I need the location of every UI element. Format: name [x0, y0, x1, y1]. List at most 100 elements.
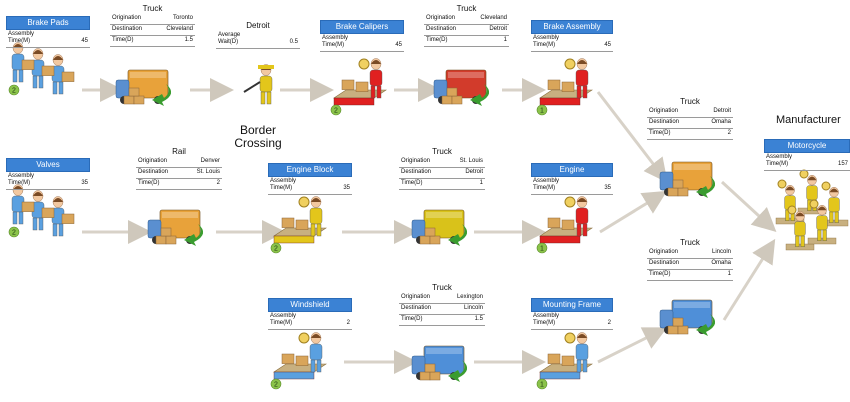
baton	[243, 81, 261, 93]
destination-label: Destination	[401, 169, 432, 175]
leg	[266, 91, 272, 105]
row-label: Assembly Time(M)	[533, 313, 560, 326]
package-box	[547, 353, 561, 364]
torso	[828, 197, 840, 213]
quantity-badge	[270, 242, 282, 254]
package-box	[128, 87, 140, 97]
time-label: Time(D)	[112, 37, 134, 43]
node-title: Brake Pads	[6, 16, 90, 30]
engine-block-node: Engine Block Assembly Time(M)35	[268, 163, 352, 195]
package-box	[160, 227, 172, 237]
conveyor-base	[539, 235, 581, 244]
leg	[58, 223, 64, 237]
package-box	[61, 71, 75, 82]
green-arrow-icon	[448, 224, 468, 246]
hair	[33, 50, 43, 54]
quantity-badge	[330, 104, 342, 116]
quantity-badge	[536, 242, 548, 254]
conveyor	[775, 217, 805, 225]
gear-icon	[298, 332, 310, 344]
origination-label: Origination	[138, 158, 168, 164]
package-box	[424, 363, 436, 373]
hair	[577, 198, 587, 202]
truck-detroit-omaha-icon	[659, 161, 716, 198]
package-box	[672, 317, 684, 327]
leg	[822, 229, 827, 242]
origination-label: Origination	[112, 15, 142, 21]
time-label: Time(D)	[401, 180, 423, 186]
truck-cab	[433, 79, 448, 99]
node-title: Truck	[432, 283, 452, 292]
package-box	[123, 95, 135, 105]
engine-station-icon: 1	[536, 196, 593, 254]
destination-label: Destination	[112, 26, 143, 32]
conveyor-base	[333, 97, 375, 106]
torso	[575, 69, 589, 87]
row-value: 2	[607, 320, 611, 326]
destination-value: Lincoln	[463, 305, 483, 311]
time-value: 1	[479, 180, 483, 186]
package-box	[667, 325, 679, 335]
package-box	[281, 353, 295, 364]
hair	[53, 56, 63, 60]
border-crossing-caption: Border Crossing	[234, 123, 282, 150]
package-box	[61, 213, 75, 224]
node-title: Truck	[432, 147, 452, 156]
row-value: 35	[81, 180, 88, 186]
quantity-badge	[536, 378, 548, 390]
mounting-frame-station-icon: 1	[536, 332, 593, 390]
connector-arrow	[596, 91, 668, 183]
origination-label: Origination	[401, 158, 431, 164]
package-box	[355, 81, 369, 92]
quantity-badge	[8, 226, 20, 238]
quantity-badge-text: 1	[540, 382, 544, 389]
row-label: Assembly Time(M)	[533, 35, 560, 48]
time-value: 2	[216, 180, 220, 186]
row-value: 0.5	[289, 39, 298, 45]
destination-value: Cleveland	[166, 26, 193, 32]
origination-value: Toronto	[172, 15, 193, 21]
truck-cab	[411, 355, 426, 375]
package-box	[446, 87, 458, 97]
leg	[795, 235, 800, 248]
row-label: Assembly Time(M)	[8, 173, 35, 186]
leg	[800, 235, 805, 248]
truck-cab	[115, 79, 130, 99]
valves-workers-icon: 2	[8, 184, 75, 238]
torso	[794, 221, 806, 237]
destination-value: St. Louis	[196, 169, 220, 175]
engine-block-station-icon: 2	[270, 196, 327, 254]
time-label: Time(D)	[138, 180, 160, 186]
gear-icon	[787, 205, 797, 215]
row-value: 35	[604, 185, 611, 191]
manufacturer-workers-icon	[775, 169, 849, 251]
gear-icon	[821, 181, 831, 191]
package-box	[677, 187, 689, 197]
quantity-badge	[8, 84, 20, 96]
node-title: Truck	[680, 97, 700, 106]
hair	[795, 212, 805, 217]
cargo-highlight	[130, 72, 166, 78]
cargo-highlight	[426, 348, 462, 354]
time-value: 1.5	[184, 37, 193, 43]
time-label: Time(D)	[401, 316, 423, 322]
windshield-station-icon: 2	[270, 332, 327, 390]
conveyor-base	[273, 235, 315, 244]
green-arrow-icon	[696, 314, 716, 336]
quantity-badge-text: 1	[540, 108, 544, 115]
destination-label: Destination	[401, 305, 432, 311]
hair	[53, 198, 63, 202]
connector-arrow	[720, 180, 777, 233]
torso	[575, 207, 589, 225]
conveyor	[807, 237, 837, 245]
package-box	[424, 227, 436, 237]
package-box	[672, 179, 684, 189]
green-arrow-icon	[470, 84, 490, 106]
package-box	[419, 371, 431, 381]
leg	[32, 75, 38, 89]
node-title: Engine Block	[268, 163, 352, 177]
rail-denver-icon	[147, 209, 204, 246]
